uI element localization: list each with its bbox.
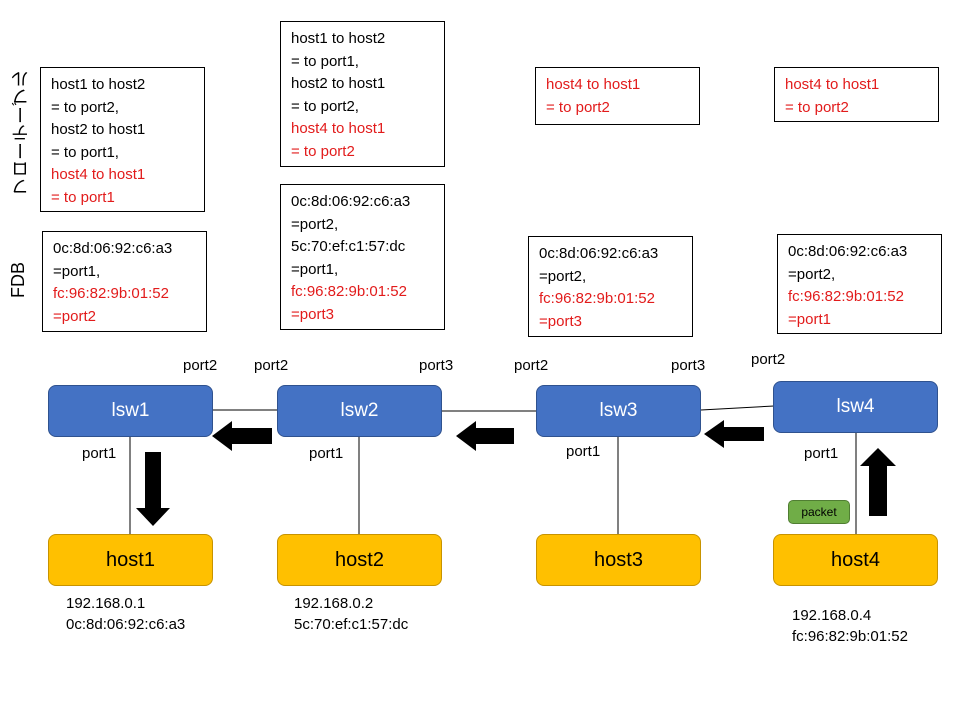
table-line: =port3 <box>291 305 334 323</box>
switch-lsw4[interactable]: lsw4 <box>773 381 938 433</box>
fdb-lsw4: 0c:8d:06:92:c6:a3 =port2, fc:96:82:9b:01:5… <box>777 234 942 334</box>
table-line: = to port1, <box>291 52 359 70</box>
table-line: fc:96:82:9b:01:52 <box>788 288 904 305</box>
table-line: host2 to host1 <box>51 121 146 138</box>
host-host4[interactable]: host4 <box>773 534 938 586</box>
port-label-lsw3-port1: port1 <box>566 443 601 460</box>
table-line: = to port2, <box>291 97 359 115</box>
host-host3[interactable]: host3 <box>536 534 701 586</box>
host1-ip: 192.168.0.1 <box>66 595 146 612</box>
arrow-up-icon <box>860 448 896 516</box>
link-lsw3-lsw4 <box>700 405 775 411</box>
table-line: = to port1 <box>51 188 115 206</box>
host2-info: 192.168.0.2 5c:70:ef:c1:57:dc <box>294 593 408 635</box>
table-line: = to port2 <box>291 142 355 160</box>
table-line: fc:96:82:9b:01:52 <box>291 283 407 300</box>
flow-table-lsw4: host4 to host1 = to port2 <box>774 67 939 122</box>
table-line: =port1, <box>291 260 339 278</box>
table-line: =port1 <box>788 310 831 328</box>
host1-mac: 0c:8d:06:92:c6:a3 <box>66 616 186 633</box>
table-line: 5c:70:ef:c1:57:dc <box>291 238 406 255</box>
table-line: = to port2 <box>546 98 610 116</box>
switch-lsw1[interactable]: lsw1 <box>48 385 213 437</box>
table-line: fc:96:82:9b:01:52 <box>53 285 169 302</box>
host4-ip: 192.168.0.4 <box>792 607 872 624</box>
table-line: host4 to host1 <box>546 76 641 93</box>
table-line: =port2, <box>788 265 836 283</box>
arrow-down-icon <box>136 452 170 526</box>
flow-table-lsw1: host1 to host2 = to port2, host2 to host1 =… <box>40 67 205 212</box>
table-line: host4 to host1 <box>291 120 386 137</box>
port-label-lsw2-port2: port2 <box>254 357 289 374</box>
table-line: = to port2, <box>51 98 119 116</box>
table-line: 0c:8d:06:92:c6:a3 <box>788 243 908 260</box>
table-line: host4 to host1 <box>785 76 880 93</box>
table-line: =port2, <box>291 215 339 233</box>
port-label-lsw3-port3: port3 <box>671 357 706 374</box>
table-line: =port2 <box>53 307 96 325</box>
host4-info: 192.168.0.4 fc:96:82:9b:01:52 <box>792 605 908 647</box>
host-host2[interactable]: host2 <box>277 534 442 586</box>
table-line: =port2, <box>539 267 587 285</box>
host4-mac: fc:96:82:9b:01:52 <box>792 628 908 645</box>
flow-table-lsw3: host4 to host1 = to port2 <box>535 67 700 125</box>
table-line: host2 to host1 <box>291 75 386 92</box>
table-line: 0c:8d:06:92:c6:a3 <box>291 193 411 210</box>
port-label-lsw3-port2: port2 <box>514 357 549 374</box>
table-line: 0c:8d:06:92:c6:a3 <box>539 245 659 262</box>
table-line: =port3 <box>539 312 582 330</box>
switch-lsw2[interactable]: lsw2 <box>277 385 442 437</box>
arrow-left-icon-3 <box>704 420 764 448</box>
table-line: = to port2 <box>785 98 849 116</box>
port-label-lsw4-port2: port2 <box>751 351 786 368</box>
host1-info: 192.168.0.1 0c:8d:06:92:c6:a3 <box>66 593 185 635</box>
port-label-lsw1-port1: port1 <box>82 445 117 462</box>
table-line: host1 to host2 <box>51 76 146 93</box>
flow-table-lsw2: host1 to host2 = to port1, host2 to host1 =… <box>280 21 445 167</box>
table-line: host1 to host2 <box>291 30 386 47</box>
switch-lsw3[interactable]: lsw3 <box>536 385 701 437</box>
fdb-lsw1: 0c:8d:06:92:c6:a3 =port1, fc:96:82:9b:01:5… <box>42 231 207 332</box>
host2-ip: 192.168.0.2 <box>294 595 374 612</box>
fdb-lsw2: 0c:8d:06:92:c6:a3 =port2, 5c:70:ef:c1:57:d… <box>280 184 445 330</box>
table-line: fc:96:82:9b:01:52 <box>539 290 655 307</box>
port-label-lsw1-port2: port2 <box>183 357 218 374</box>
table-line: 0c:8d:06:92:c6:a3 <box>53 240 173 257</box>
port-label-lsw2-port1: port1 <box>309 445 344 462</box>
fdb-lsw3: 0c:8d:06:92:c6:a3 =port2, fc:96:82:9b:01:5… <box>528 236 693 337</box>
port-label-lsw2-port3: port3 <box>419 357 454 374</box>
port-label-lsw4-port1: port1 <box>804 445 839 462</box>
table-line: host4 to host1 <box>51 166 146 183</box>
host2-mac: 5c:70:ef:c1:57:dc <box>294 616 409 633</box>
arrow-left-icon-2 <box>456 421 514 451</box>
packet-badge: packet <box>788 500 850 524</box>
table-line: = to port1, <box>51 143 119 161</box>
arrow-left-icon-1 <box>212 421 272 451</box>
host-host1[interactable]: host1 <box>48 534 213 586</box>
table-line: =port1, <box>53 262 101 280</box>
